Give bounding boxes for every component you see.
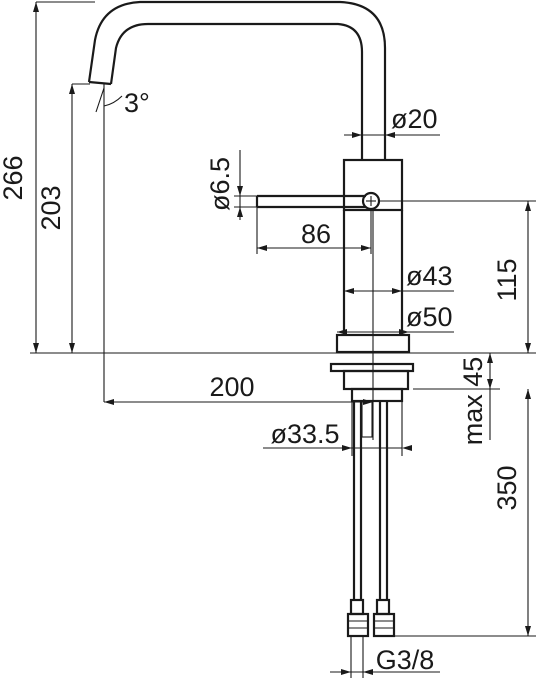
- max-deck-thickness-label: max 45: [458, 357, 488, 446]
- body-height-label: 115: [492, 258, 522, 301]
- body-diameter-label: ø43: [406, 261, 453, 291]
- lever-diameter-label: ø6.5: [205, 157, 235, 211]
- total-height-label: 266: [0, 155, 28, 200]
- spout-angle-label: 3°: [124, 88, 150, 118]
- faucet-outline: [87, 0, 415, 638]
- shank-diameter-label: ø33.5: [270, 419, 339, 449]
- dimension-lines: [30, 1, 536, 678]
- base-diameter-label: ø50: [406, 302, 453, 332]
- spout-diameter-label: ø20: [391, 104, 438, 134]
- connection-thread-label: G3/8: [376, 645, 435, 675]
- spout-reach-label: 200: [209, 372, 254, 402]
- spout-height-label: 203: [36, 185, 66, 230]
- lever-length-label: 86: [301, 219, 331, 249]
- hose-length-label: 350: [492, 465, 522, 510]
